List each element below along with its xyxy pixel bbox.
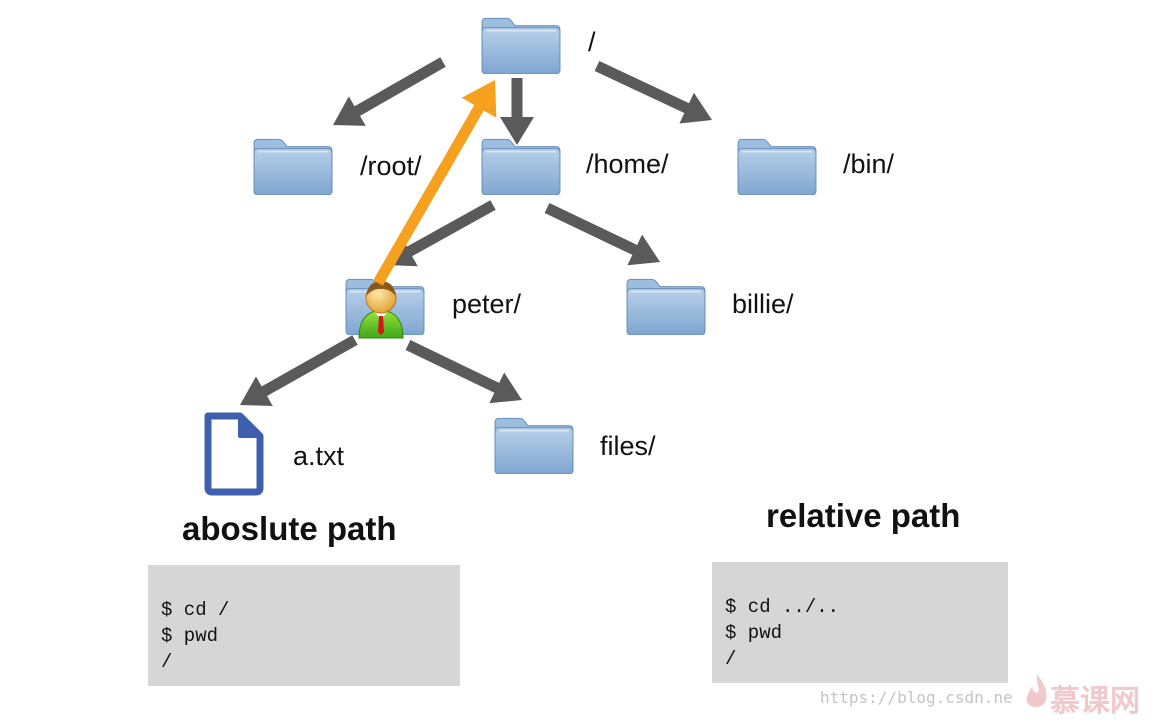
folder-icon — [481, 138, 561, 195]
watermark-url: https://blog.csdn.ne — [820, 688, 1013, 707]
terminal-line: $ cd ../.. — [725, 596, 840, 618]
node-label-files: files/ — [600, 431, 656, 461]
flame-icon — [1026, 674, 1047, 708]
file-icon — [204, 412, 264, 496]
relative-path-heading: relative path — [766, 497, 961, 534]
folder-icon — [494, 417, 574, 474]
tree-edge-arrow — [594, 61, 712, 124]
node-label-root: / — [588, 27, 596, 57]
relative-path-terminal: $ cd ../.. $ pwd / — [712, 562, 1008, 683]
node-label-home: /home/ — [586, 149, 669, 179]
node-label-atxt: a.txt — [293, 441, 345, 471]
orange-highlight-arrow — [373, 80, 497, 286]
node-label-bin: /bin/ — [843, 149, 895, 179]
tree-edge-arrow — [500, 78, 534, 145]
folder-icon — [253, 138, 333, 195]
node-label-peter: peter/ — [452, 289, 522, 319]
brand-text: 慕课网 — [1050, 684, 1140, 719]
absolute-path-terminal: $ cd / $ pwd / — [148, 565, 460, 686]
node-label-billie: billie/ — [732, 289, 794, 319]
folder-icon — [481, 17, 561, 74]
terminal-line: $ pwd — [725, 622, 783, 644]
tree-edge-arrow — [240, 335, 358, 407]
tree-edge-arrow — [405, 340, 522, 404]
terminal-line: / — [161, 651, 173, 673]
folder-icon — [626, 278, 706, 335]
tree-edge-arrow — [333, 57, 446, 126]
brand-logo: 慕课网 — [1022, 672, 1146, 719]
folder-icon — [737, 138, 817, 195]
tree-edge-arrow — [544, 203, 660, 266]
terminal-line: $ pwd — [161, 625, 219, 647]
absolute-path-heading: aboslute path — [182, 510, 397, 547]
terminal-line: $ cd / — [161, 599, 230, 621]
node-label-rootdir: /root/ — [360, 151, 422, 181]
terminal-line: / — [725, 648, 737, 670]
